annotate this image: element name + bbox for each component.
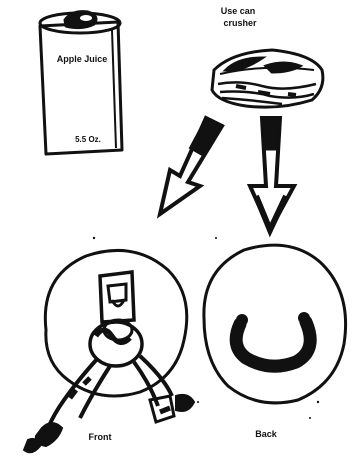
front-view [24, 250, 194, 452]
front-label: Front [89, 432, 112, 442]
back-view [204, 245, 346, 403]
can-volume-label: 5.5 Oz. [75, 135, 101, 144]
can-name-label: Apple Juice [57, 54, 108, 64]
back-label: Back [255, 429, 278, 439]
arrow-to-back [250, 118, 294, 230]
juice-can [40, 12, 122, 154]
arrow-to-front [160, 118, 222, 214]
scan-specks [93, 237, 319, 419]
back-circle [204, 245, 346, 403]
instruction-line-1: Use can [221, 6, 256, 16]
crushed-can [212, 50, 323, 107]
instruction-line-2: crusher [223, 18, 257, 28]
